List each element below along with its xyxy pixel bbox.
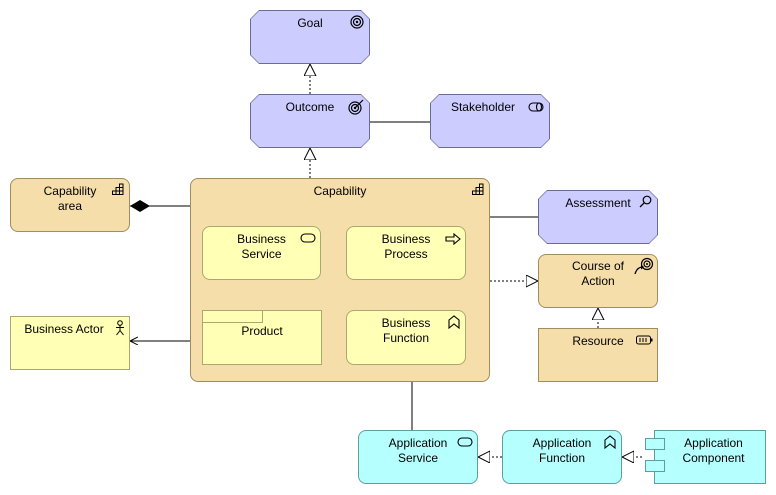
product-label: Product bbox=[241, 324, 283, 338]
business-actor-label: Business Actor bbox=[24, 322, 104, 336]
component-left-border bbox=[654, 431, 655, 483]
course-of-action-node[interactable]: Course of Action bbox=[538, 254, 658, 308]
capability-area-label: Capability area bbox=[43, 184, 97, 213]
function-chevron-icon bbox=[448, 315, 460, 329]
resource-node[interactable]: Resource bbox=[538, 328, 658, 382]
business-function-label: Business Function bbox=[381, 316, 431, 345]
goal-label: Goal bbox=[297, 16, 323, 30]
stakeholder-node[interactable]: Stakeholder bbox=[430, 94, 550, 148]
capability-steps-icon bbox=[472, 183, 484, 195]
capability-area-node[interactable]: Capability area bbox=[10, 178, 130, 232]
actor-stick-figure-icon bbox=[116, 320, 124, 336]
course-of-action-label: Course of Action bbox=[571, 259, 625, 288]
business-process-label: Business Process bbox=[381, 232, 431, 261]
business-service-label: Business Service bbox=[237, 232, 286, 261]
magnifier-icon bbox=[639, 195, 652, 208]
resource-label: Resource bbox=[572, 334, 624, 348]
application-function-label: Application Function bbox=[532, 436, 592, 465]
product-node[interactable]: Product bbox=[202, 310, 322, 365]
assessment-node[interactable]: Assessment bbox=[538, 190, 658, 244]
stakeholder-label: Stakeholder bbox=[450, 100, 516, 114]
application-service-label: Application Service bbox=[388, 436, 448, 465]
target-icon bbox=[350, 15, 364, 29]
capability-steps-icon bbox=[112, 183, 124, 195]
component-icon bbox=[645, 438, 665, 450]
function-chevron-icon bbox=[604, 435, 616, 449]
business-service-node[interactable]: Business Service bbox=[202, 226, 321, 280]
product-tab bbox=[203, 311, 263, 323]
capability-label: Capability bbox=[313, 184, 367, 198]
assessment-label: Assessment bbox=[565, 196, 631, 210]
business-actor-node[interactable]: Business Actor bbox=[10, 316, 130, 370]
business-process-node[interactable]: Business Process bbox=[346, 226, 466, 280]
application-service-node[interactable]: Application Service bbox=[358, 430, 478, 484]
course-of-action-icon bbox=[634, 257, 654, 275]
application-component-node[interactable]: Application Component bbox=[654, 430, 766, 484]
business-function-node[interactable]: Business Function bbox=[346, 310, 466, 365]
service-pill-icon bbox=[457, 437, 473, 447]
stakeholder-cylinder-icon bbox=[528, 102, 544, 112]
application-function-node[interactable]: Application Function bbox=[502, 430, 622, 484]
battery-icon bbox=[636, 335, 653, 345]
process-arrow-icon bbox=[445, 233, 461, 245]
target-arrow-icon bbox=[348, 99, 364, 115]
service-pill-icon bbox=[300, 233, 316, 243]
component-icon-lower bbox=[645, 460, 665, 472]
goal-node[interactable]: Goal bbox=[250, 10, 370, 64]
application-component-label: Application Component bbox=[682, 436, 745, 465]
outcome-label: Outcome bbox=[285, 100, 335, 114]
composition-diamond bbox=[130, 200, 150, 212]
outcome-node[interactable]: Outcome bbox=[250, 94, 370, 148]
